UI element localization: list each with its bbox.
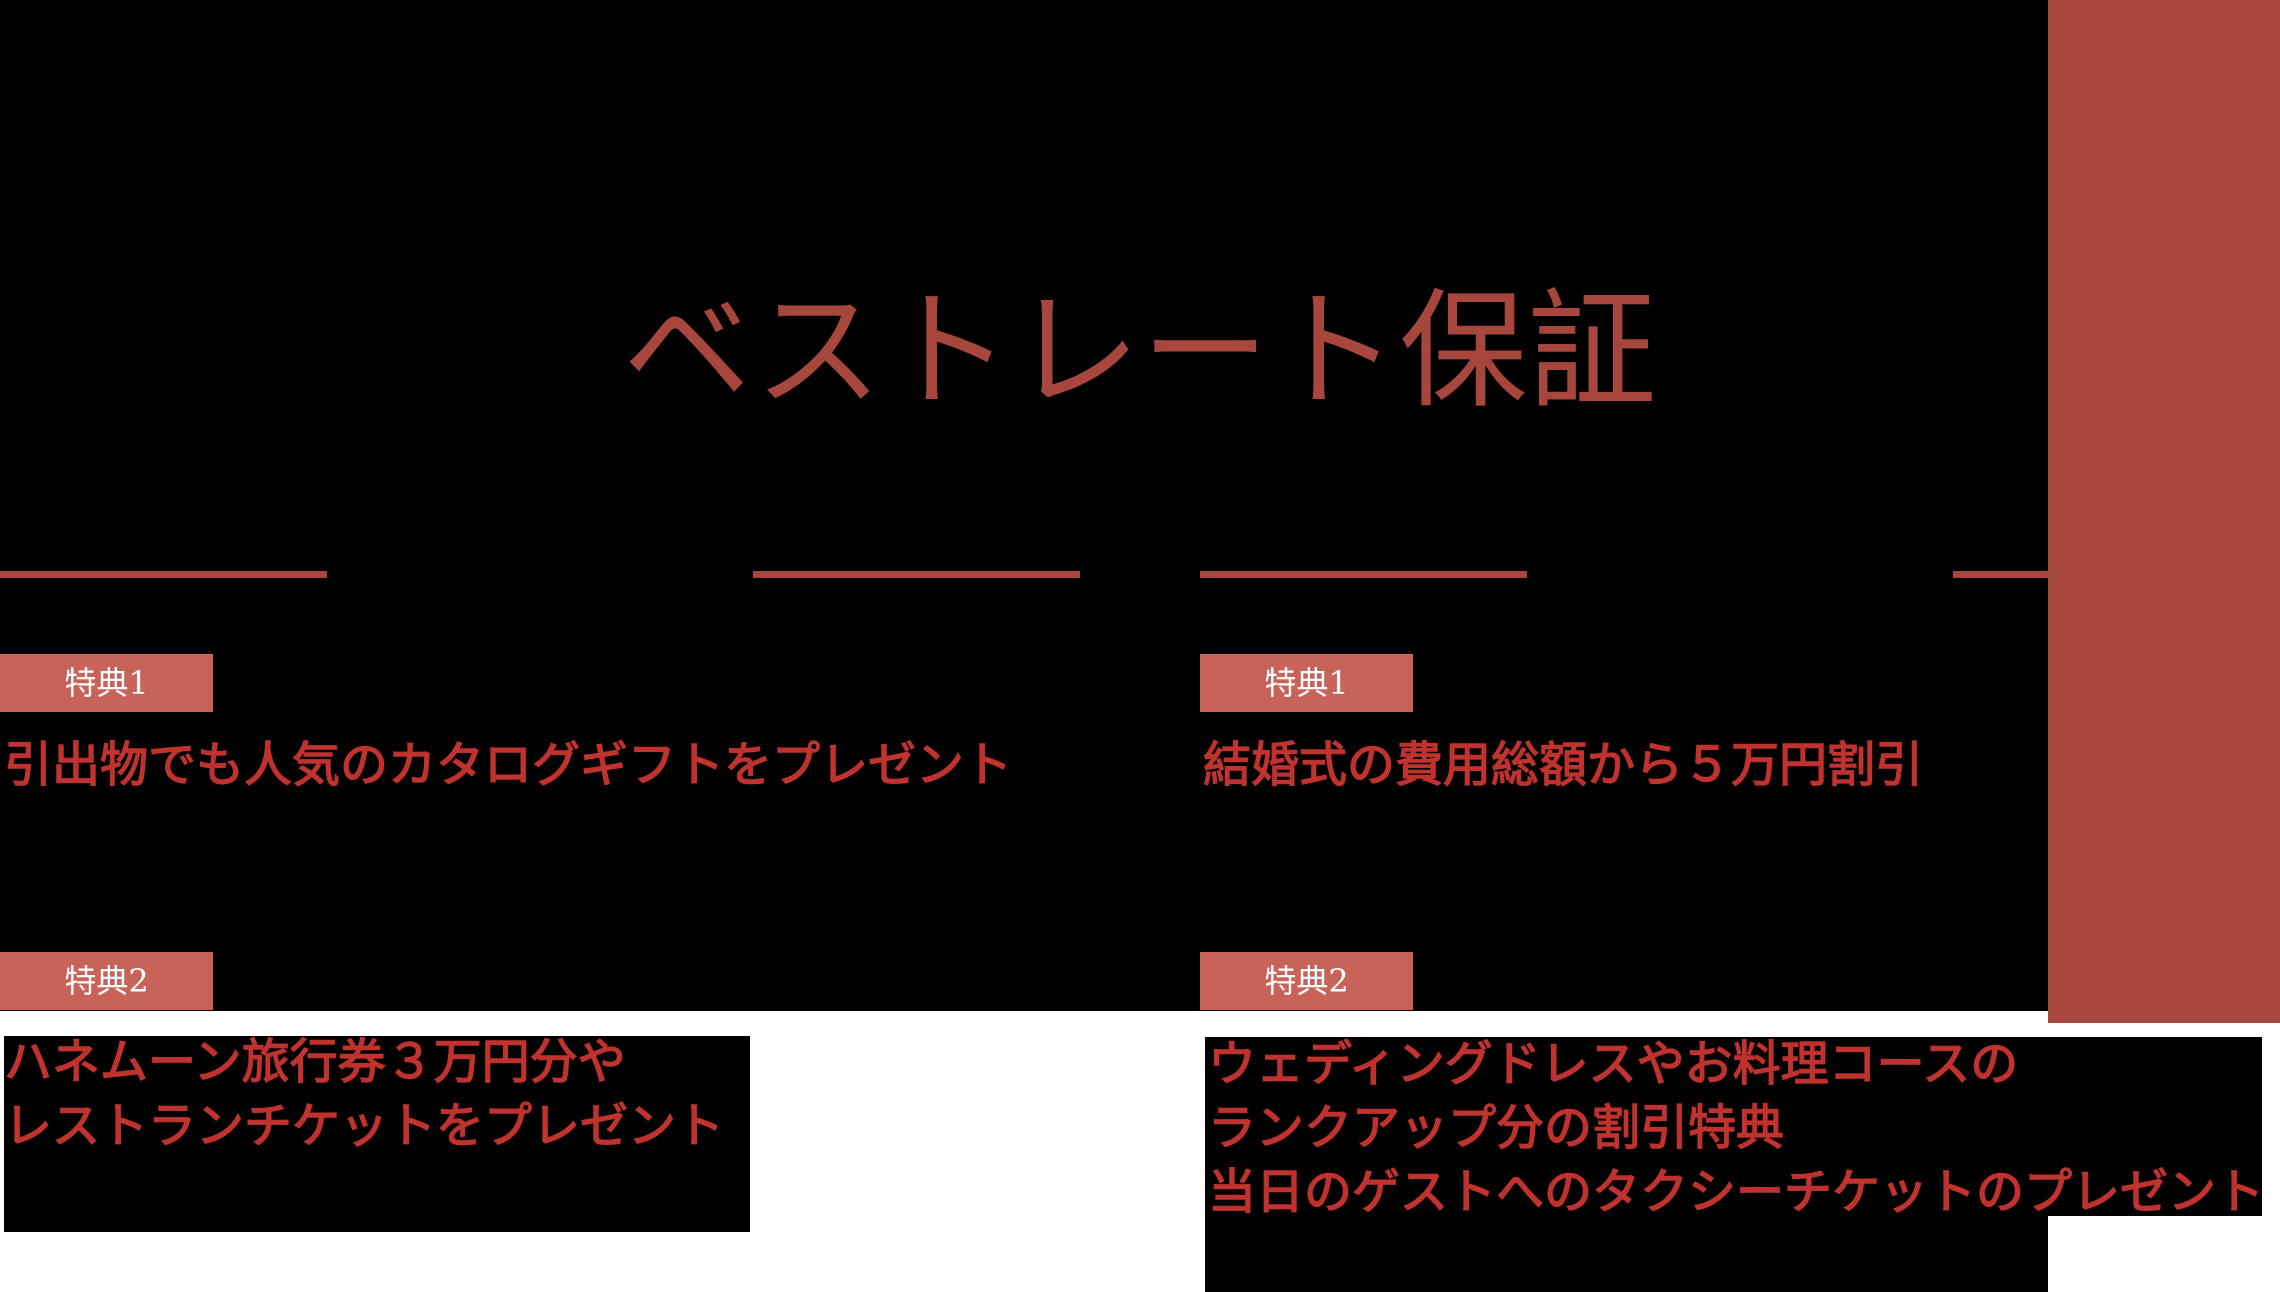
benefit-2-text-box-lower <box>1205 1216 2048 1292</box>
benefit-2-text-box-upper <box>1205 1037 2262 1216</box>
page-title: ベストレート保証 <box>622 277 1658 426</box>
benefit-line: ウェディングドレスやお料理コースの <box>1208 1036 2019 1092</box>
divider-right-a <box>1200 571 1527 578</box>
benefit-2-text: ウェディングドレスやお料理コースの ランクアップ分の割引特典 当日のゲストへのタ… <box>1208 1032 2264 1224</box>
benefit-line: 当日のゲストへのタクシーチケットのプレゼント <box>1208 1164 2265 1220</box>
divider-right-b <box>1953 571 2048 578</box>
hero-background <box>0 0 2048 1011</box>
accent-column <box>2048 0 2280 1023</box>
benefit-badge-1: 特典1 <box>0 654 213 712</box>
benefit-1-text: 結婚式の費用総額から５万円割引 <box>1203 733 1923 797</box>
benefit-line: ランクアップ分の割引特典 <box>1208 1100 1785 1156</box>
divider-left-b <box>753 571 1080 578</box>
benefit-line: ハネムーン旅行券３万円分や <box>4 1034 626 1090</box>
benefit-line: 結婚式の費用総額から５万円割引 <box>1203 737 1924 793</box>
benefit-1-text: 引出物でも人気のカタログギフトをプレゼント <box>4 733 1012 797</box>
benefit-2-text-box <box>4 1036 750 1232</box>
benefit-badge-2: 特典2 <box>1200 952 1413 1010</box>
benefit-line: レストランチケットをプレゼント <box>4 1098 725 1154</box>
benefit-line: 引出物でも人気のカタログギフトをプレゼント <box>4 737 1013 793</box>
benefit-badge-1: 特典1 <box>1200 654 1413 712</box>
benefit-2-text: ハネムーン旅行券３万円分や レストランチケットをプレゼント <box>4 1030 724 1158</box>
benefit-badge-2: 特典2 <box>0 952 213 1010</box>
divider-left-a <box>0 571 327 578</box>
